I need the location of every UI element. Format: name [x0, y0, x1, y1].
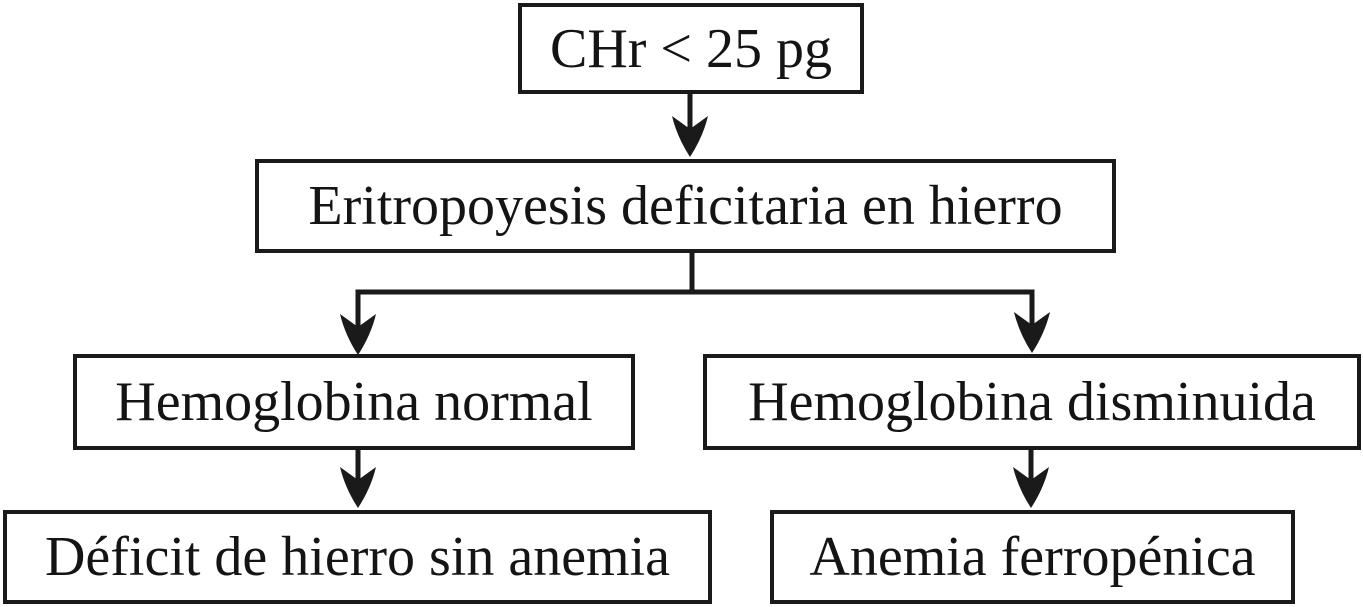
edge-chr-to-erythropoiesis [672, 92, 708, 157]
edge-erythropoiesis-to-hb-low [1014, 290, 1050, 353]
edge-hb-normal-to-iron-deficit [340, 446, 376, 508]
node-anemia-label: Anemia ferropénica [809, 526, 1256, 588]
edge-hb-low-to-anemia [1013, 449, 1049, 508]
edge-erythropoiesis-to-hb-normal [340, 290, 376, 355]
node-chr-criterion: CHr < 25 pg [518, 3, 864, 94]
node-hemoglobin-normal: Hemoglobina normal [73, 354, 635, 450]
node-hb-normal-label: Hemoglobina normal [115, 371, 593, 433]
node-erythropoiesis-label: Eritropoyesis deficitaria en hierro [308, 175, 1063, 237]
node-iron-deficit-label: Déficit de hierro sin anemia [44, 526, 671, 588]
node-chr-label: CHr < 25 pg [549, 17, 833, 80]
node-hemoglobin-decreased: Hemoglobina disminuida [703, 354, 1361, 450]
node-hb-low-label: Hemoglobina disminuida [748, 371, 1316, 433]
node-iron-deficit-without-anemia: Déficit de hierro sin anemia [3, 510, 712, 604]
node-iron-deficiency-anemia: Anemia ferropénica [770, 510, 1295, 604]
edge-branch-connector [355, 250, 1035, 295]
node-iron-deficient-erythropoiesis: Eritropoyesis deficitaria en hierro [255, 159, 1116, 253]
